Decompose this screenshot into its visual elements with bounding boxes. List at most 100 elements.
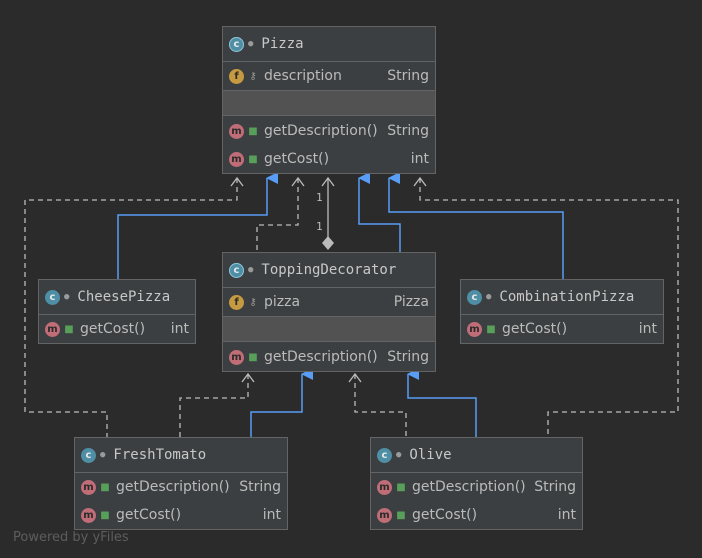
method-name: getCost()	[412, 507, 478, 523]
public-lock-icon: ■	[64, 323, 74, 335]
field-name: description	[264, 68, 342, 84]
class-header: c ● Pizza	[223, 27, 435, 62]
class-name: Pizza	[261, 36, 304, 52]
field-icon: f	[229, 294, 244, 310]
method-row: m ■ getCost() int	[75, 501, 287, 529]
package-visibility-icon: ●	[396, 450, 402, 460]
key-icon: ⚷	[249, 70, 257, 82]
class-name: ToppingDecorator	[261, 262, 397, 278]
dependency-edge-olive-topping	[354, 374, 407, 437]
public-lock-icon: ■	[248, 351, 258, 363]
abstract-class-icon: c	[229, 36, 244, 52]
method-row: m ■ getDescription() String	[75, 473, 287, 501]
method-type: int	[262, 507, 281, 523]
inheritance-edge-topping	[358, 172, 401, 252]
method-row: m ■ getDescription() String	[371, 473, 582, 501]
method-icon: m	[81, 479, 96, 495]
field-icon: f	[229, 68, 244, 84]
public-lock-icon: ■	[396, 509, 406, 521]
inheritance-edge-combination	[388, 172, 564, 279]
class-icon: c	[467, 289, 482, 305]
class-icon: c	[81, 447, 96, 463]
class-header: c ● CombinationPizza	[461, 280, 663, 315]
inheritance-edge-cheese	[117, 172, 278, 279]
method-icon: m	[81, 507, 96, 523]
field-row: f ⚷ pizza Pizza	[223, 288, 435, 316]
method-icon: m	[229, 151, 244, 167]
multiplicity-label: 1	[316, 220, 323, 233]
method-name: getDescription()	[116, 479, 230, 495]
package-visibility-icon: ●	[64, 292, 70, 302]
method-icon: m	[467, 321, 482, 337]
method-row: m ■ getDescription() String	[223, 117, 435, 145]
method-row: m ■ getCost() int	[461, 315, 663, 343]
dependency-edges	[24, 178, 679, 437]
method-type: String	[239, 479, 281, 495]
public-lock-icon: ■	[248, 153, 258, 165]
method-name: getDescription()	[264, 349, 378, 365]
public-lock-icon: ■	[396, 481, 406, 493]
class-name: CheesePizza	[77, 289, 171, 305]
public-lock-icon: ■	[486, 323, 496, 335]
method-icon: m	[377, 479, 392, 495]
package-visibility-icon: ●	[248, 265, 254, 275]
method-icon: m	[229, 349, 244, 365]
class-header: c ● FreshTomato	[75, 438, 287, 473]
method-type: String	[534, 479, 576, 495]
method-name: getCost()	[80, 321, 146, 337]
inheritance-edge-olive	[407, 368, 477, 437]
powered-by-footer: Powered by yFiles	[13, 530, 129, 545]
method-type: int	[410, 151, 429, 167]
method-name: getDescription()	[412, 479, 526, 495]
method-type: int	[170, 321, 189, 337]
class-node-pizza[interactable]: c ● Pizza f ⚷ description String m ■ get…	[222, 26, 436, 174]
method-name: getCost()	[116, 507, 182, 523]
class-node-combination-pizza[interactable]: c ● CombinationPizza m ■ getCost() int	[460, 279, 664, 344]
class-node-cheese-pizza[interactable]: c ● CheesePizza m ■ getCost() int	[38, 279, 196, 344]
composition-diamond-icon	[322, 236, 334, 250]
method-icon: m	[377, 507, 392, 523]
method-icon: m	[229, 123, 244, 139]
method-name: getCost()	[502, 321, 568, 337]
field-type: String	[387, 68, 429, 84]
class-node-olive[interactable]: c ● Olive m ■ getDescription() String m …	[370, 437, 583, 530]
dependency-edge-olive-pizza	[419, 178, 679, 437]
multiplicity-label: 1	[316, 191, 323, 204]
method-type: String	[387, 123, 429, 139]
class-header: c ● Olive	[371, 438, 582, 473]
method-row: m ■ getDescription() String	[223, 343, 435, 371]
class-node-fresh-tomato[interactable]: c ● FreshTomato m ■ getDescription() Str…	[74, 437, 288, 530]
method-type: String	[387, 349, 429, 365]
field-name: pizza	[264, 294, 301, 310]
inheritance-edge-tomato	[250, 368, 313, 437]
dependency-arrowheads	[230, 176, 427, 383]
method-row: m ■ getCost() int	[223, 145, 435, 173]
dependency-edge-tomato-topping	[179, 374, 249, 437]
key-icon: ⚷	[249, 296, 257, 308]
abstract-class-icon: c	[229, 262, 244, 278]
method-row: m ■ getCost() int	[39, 315, 195, 343]
method-row: m ■ getCost() int	[371, 501, 582, 529]
public-lock-icon: ■	[248, 125, 258, 137]
dependency-edge-tomato-pizza	[24, 178, 238, 437]
field-type: Pizza	[393, 294, 429, 310]
class-header: c ● ToppingDecorator	[223, 253, 435, 288]
inheritance-edges	[117, 172, 564, 437]
class-node-topping-decorator[interactable]: c ● ToppingDecorator f ⚷ pizza Pizza m ■…	[222, 252, 436, 372]
method-icon: m	[45, 321, 60, 337]
separator	[223, 316, 435, 342]
field-row: f ⚷ description String	[223, 62, 435, 90]
package-visibility-icon: ●	[100, 450, 106, 460]
method-type: int	[557, 507, 576, 523]
class-icon: c	[377, 447, 392, 463]
class-icon: c	[45, 289, 60, 305]
class-name: FreshTomato	[113, 447, 207, 463]
public-lock-icon: ■	[100, 481, 110, 493]
package-visibility-icon: ●	[486, 292, 492, 302]
dependency-edge-topping-pizza	[256, 178, 299, 252]
package-visibility-icon: ●	[248, 39, 254, 49]
separator	[223, 90, 435, 116]
method-name: getCost()	[264, 151, 330, 167]
class-name: Olive	[409, 447, 452, 463]
